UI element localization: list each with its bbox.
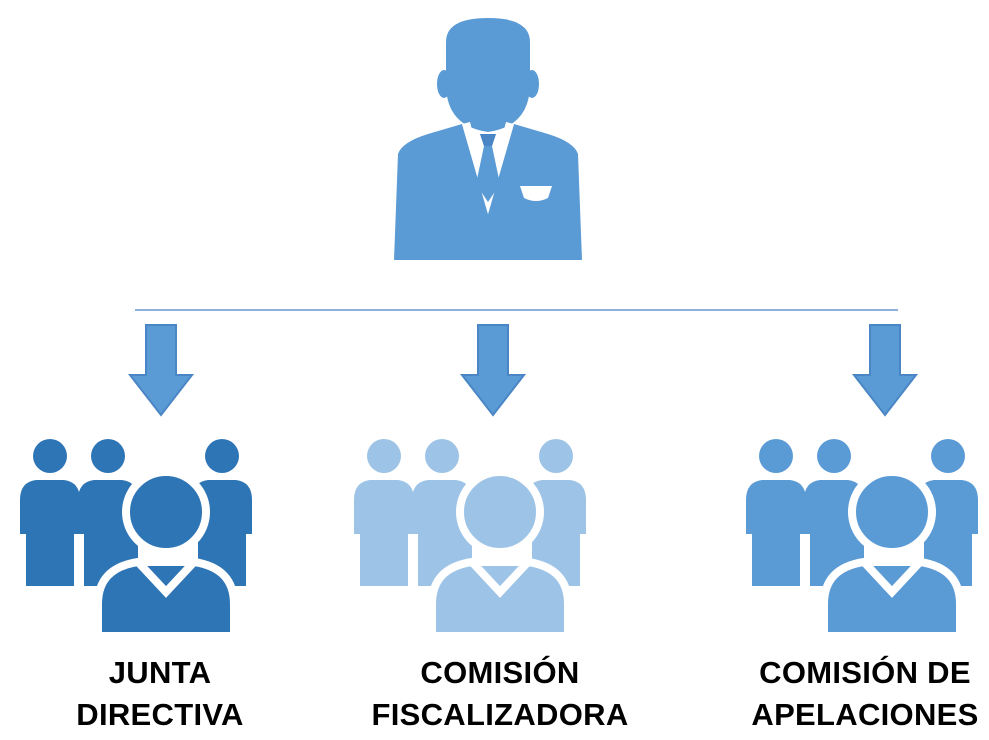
down-arrow-icon (851, 324, 919, 417)
label-line-2: APELACIONES (751, 697, 979, 732)
down-arrow-icon (127, 324, 195, 417)
group-label-comision-de-apelaciones: COMISIÓN DE APELACIONES (745, 652, 985, 736)
team-group-icon (746, 439, 978, 640)
label-line-1: COMISIÓN DE (759, 655, 971, 690)
group-label-junta-directiva: JUNTA DIRECTIVA (40, 652, 280, 736)
team-group-icon (20, 439, 252, 640)
connector-line (135, 309, 898, 311)
businessman-icon (394, 18, 582, 260)
label-line-2: DIRECTIVA (76, 697, 244, 732)
team-group-icon (354, 439, 586, 640)
label-line-1: COMISIÓN (420, 655, 580, 690)
label-line-1: JUNTA (108, 655, 212, 690)
group-label-comision-fiscalizadora: COMISIÓN FISCALIZADORA (355, 652, 645, 736)
down-arrow-icon (459, 324, 527, 417)
label-line-2: FISCALIZADORA (371, 697, 629, 732)
